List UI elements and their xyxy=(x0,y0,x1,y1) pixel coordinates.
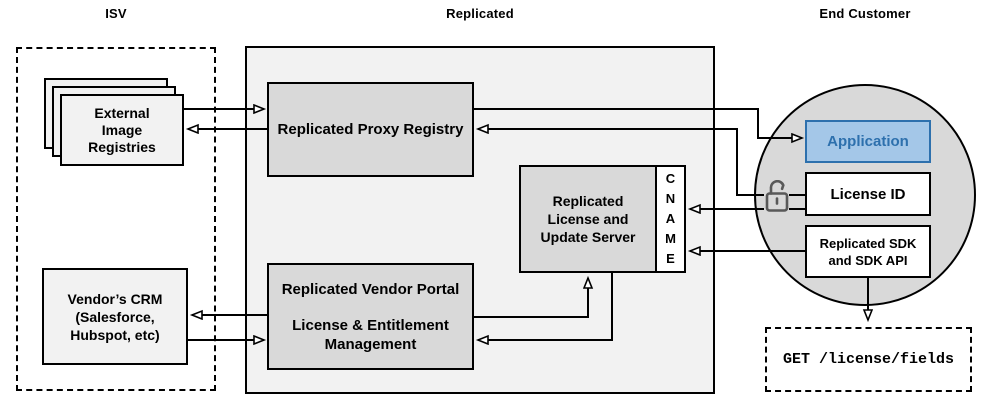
cname-label: C N A M E xyxy=(665,171,676,266)
proxy-registry-label: Replicated Proxy Registry xyxy=(277,121,464,138)
node-license-update-server: Replicated License and Update Server xyxy=(519,165,657,273)
vendor-portal-title: Replicated Vendor Portal xyxy=(281,280,460,298)
node-replicated-proxy-registry: Replicated Proxy Registry xyxy=(267,82,474,177)
replicated-sdk-label: Replicated SDK and SDK API xyxy=(819,235,917,268)
unlock-icon xyxy=(765,180,789,212)
replicated-section-label: Replicated xyxy=(446,6,514,21)
node-license-id: License ID xyxy=(805,172,931,216)
application-label: Application xyxy=(827,133,909,150)
get-license-fields-label: GET /license/fields xyxy=(782,351,955,368)
isv-section-label: ISV xyxy=(105,6,127,21)
external-image-registries-label: External Image Registries xyxy=(88,104,156,155)
license-id-label: License ID xyxy=(830,185,906,203)
end-customer-section-label: End Customer xyxy=(819,6,911,21)
node-replicated-vendor-portal: Replicated Vendor Portal License & Entit… xyxy=(267,263,474,370)
node-application: Application xyxy=(805,120,931,163)
node-vendors-crm: Vendor’s CRM (Salesforce, Hubspot, etc) xyxy=(42,268,188,365)
get-license-fields-box: GET /license/fields xyxy=(765,327,972,392)
node-external-image-registries: External Image Registries xyxy=(60,94,184,166)
vendor-portal-subtitle: License & Entitlement Management xyxy=(292,316,449,353)
node-cname: C N A M E xyxy=(655,165,686,273)
license-update-server-label: Replicated License and Update Server xyxy=(540,193,636,245)
node-replicated-sdk: Replicated SDK and SDK API xyxy=(805,225,931,278)
vendors-crm-label: Vendor’s CRM (Salesforce, Hubspot, etc) xyxy=(67,290,163,343)
